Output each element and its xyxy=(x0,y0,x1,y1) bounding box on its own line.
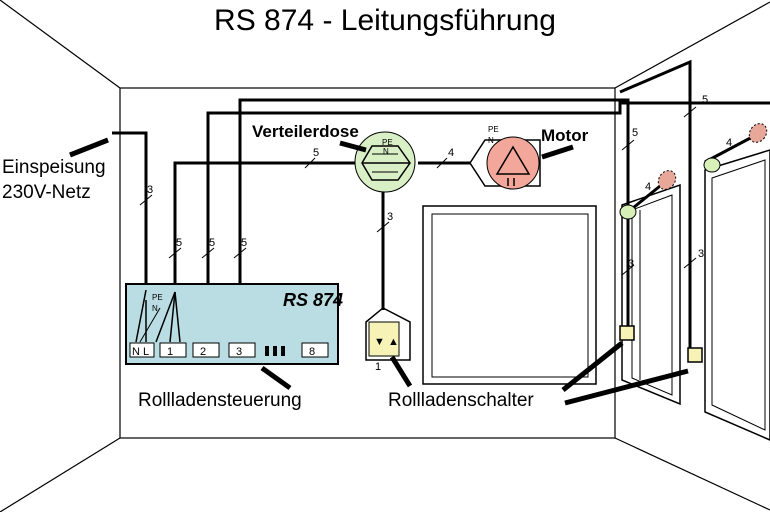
wire-count-lamp-a: 4 xyxy=(645,181,651,193)
wire-count-lamp-b: 4 xyxy=(726,137,732,149)
junction-n-label: N xyxy=(383,147,389,156)
door-left xyxy=(621,183,681,406)
wire-count-ticks xyxy=(139,106,697,276)
label-controller: Rollladensteuerung xyxy=(138,390,302,411)
terminal-3: 3 xyxy=(236,346,242,358)
motor: PE N xyxy=(469,125,541,190)
terminal-1: 1 xyxy=(167,346,173,358)
terminal-2: 2 xyxy=(200,346,206,358)
wire-count-ctrl-b: 5 xyxy=(209,237,215,249)
wire-count-feed: 3 xyxy=(147,184,153,196)
label-feed-line1: Einspeisung xyxy=(2,157,106,178)
wire-count-right-a: 5 xyxy=(632,127,638,139)
diagram-title: RS 874 - Leitungsführung xyxy=(214,4,556,37)
wire-count-box-switch: 3 xyxy=(387,211,393,223)
door-right xyxy=(704,149,770,441)
label-feed-line2: 230V-Netz xyxy=(2,182,91,203)
wire-count-switch-b: 3 xyxy=(698,248,704,260)
label-switch: Rollladenschalter xyxy=(388,390,534,411)
wall-switch: ▼ ▲ 1 xyxy=(365,307,411,373)
window xyxy=(422,205,597,385)
wire-count-ctrl-c: 5 xyxy=(241,237,247,249)
motor-pe-label: PE xyxy=(488,125,499,134)
switch-arrows-down-icon: ▼ xyxy=(374,336,385,348)
terminal-8: 8 xyxy=(309,346,315,358)
controller-pe-label: PE xyxy=(152,293,163,302)
wire-count-to-box: 5 xyxy=(313,147,319,159)
wiring xyxy=(112,59,770,355)
controller-box: RS 874 PE N N L 1 2 3 8 xyxy=(125,283,343,365)
controller-n-label: N xyxy=(152,304,158,313)
label-pointers xyxy=(69,137,689,406)
switch-arrows-up-icon: ▲ xyxy=(388,336,399,348)
controller-model: RS 874 xyxy=(283,290,343,310)
wire-count-box-motor: 4 xyxy=(448,147,454,159)
wire-count-ctrl-a: 5 xyxy=(176,237,182,249)
wire-count-switch-a: 3 xyxy=(628,258,634,270)
label-junction-box: Verteilerdose xyxy=(252,122,359,141)
junction-pe-label: PE xyxy=(382,138,393,147)
motor-n-label: N xyxy=(488,136,494,145)
wire-count-right-b: 5 xyxy=(702,94,708,106)
wire-count-labels: 3 5 5 5 5 4 3 5 5 4 4 3 3 xyxy=(147,94,732,270)
label-motor: Motor xyxy=(541,126,589,145)
terminal-nl: N L xyxy=(132,346,149,358)
junction-box: PE N xyxy=(354,131,416,193)
right-wall-devices xyxy=(619,123,768,363)
switch-terminal: 1 xyxy=(375,361,381,373)
